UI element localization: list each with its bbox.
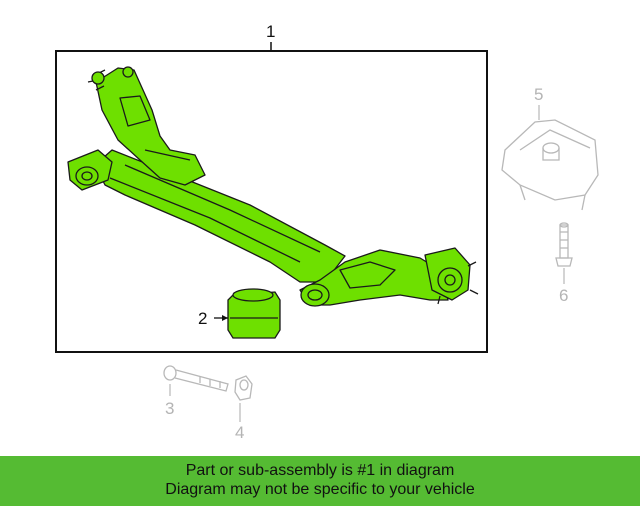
- bushing-part[interactable]: [227, 288, 281, 339]
- banner-line-2: Diagram may not be specific to your vehi…: [165, 481, 475, 498]
- nut-part: [234, 375, 253, 401]
- callout-1-label: 1: [266, 22, 276, 41]
- mount-bracket-part: [501, 119, 599, 211]
- info-banner: Part or sub-assembly is #1 in diagram Di…: [0, 456, 640, 506]
- parts-diagram: [55, 42, 599, 422]
- rear-axle-beam-assembly[interactable]: [67, 66, 479, 307]
- callout-3-label: 3: [165, 399, 175, 418]
- callout-5-label: 5: [534, 85, 544, 104]
- callout-2-arrowhead: [222, 315, 228, 321]
- callout-6-label: 6: [559, 286, 569, 305]
- stud-bolt-part: [555, 222, 573, 267]
- callout-4-label: 4: [235, 423, 245, 442]
- bolt-part: [163, 365, 229, 392]
- banner-line-1: Part or sub-assembly is #1 in diagram: [185, 462, 455, 479]
- callout-2-label: 2: [198, 309, 208, 328]
